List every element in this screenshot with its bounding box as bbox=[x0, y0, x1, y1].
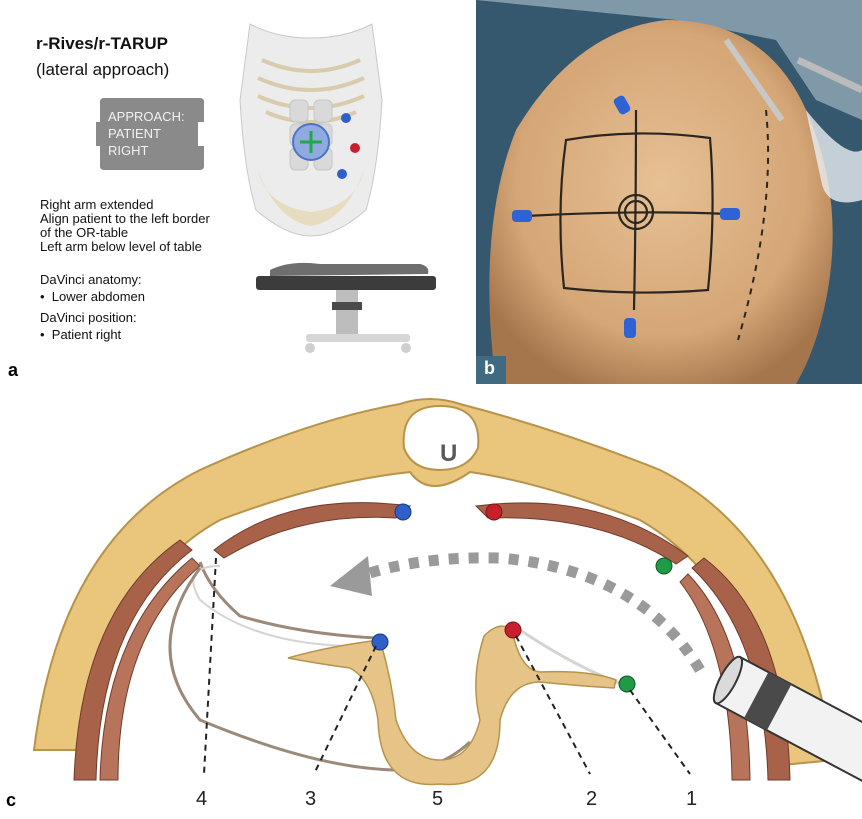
or-table-illustration bbox=[250, 256, 440, 356]
label-4: 4 bbox=[196, 788, 207, 811]
panel-a: r-Rives/r-TARUP (lateral approach) APPRO… bbox=[0, 0, 474, 384]
panel-a-title: r-Rives/r-TARUP bbox=[36, 34, 168, 54]
approach-arrow-head bbox=[330, 556, 372, 596]
port-red-1 bbox=[486, 504, 502, 520]
panel-letter-a: a bbox=[8, 360, 18, 381]
instruction-3: of the OR-table bbox=[40, 226, 210, 240]
port-green-2 bbox=[619, 676, 635, 692]
abdominal-cross-section-diagram bbox=[0, 390, 862, 814]
port-green-1 bbox=[656, 558, 672, 574]
label-3: 3 bbox=[305, 788, 316, 811]
approach-line-1: APPROACH: bbox=[108, 108, 185, 125]
anatomy-item-text: Lower abdomen bbox=[52, 289, 145, 304]
left-peritoneal-sac bbox=[170, 568, 470, 770]
label-2: 2 bbox=[586, 788, 597, 811]
position-heading: DaVinci position: bbox=[40, 311, 137, 325]
approach-line-3: RIGHT bbox=[108, 142, 185, 159]
instruction-1: Right arm extended bbox=[40, 198, 210, 212]
position-item-text: Patient right bbox=[52, 327, 121, 342]
mesentery-bowel bbox=[288, 626, 616, 784]
approach-arrow bbox=[360, 558, 700, 670]
label-1: 1 bbox=[686, 788, 697, 811]
anatomy-item: • Lower abdomen bbox=[40, 289, 145, 304]
instruction-2: Align patient to the left border bbox=[40, 212, 210, 226]
umbilicus-label: U bbox=[440, 440, 457, 468]
abdomen-photo bbox=[476, 0, 862, 384]
approach-line-2: PATIENT bbox=[108, 125, 185, 142]
panel-letter-c: c bbox=[6, 790, 16, 811]
panel-letter-b: b bbox=[484, 358, 495, 379]
anatomy-heading: DaVinci anatomy: bbox=[40, 273, 142, 287]
port-blue-1 bbox=[395, 504, 411, 520]
leader-lines bbox=[204, 558, 690, 774]
panel-c-cross-section: U 4 3 5 2 1 c bbox=[0, 390, 862, 814]
label-5: 5 bbox=[432, 788, 443, 811]
instructions: Right arm extended Align patient to the … bbox=[40, 198, 210, 254]
panel-b-photo: b bbox=[476, 0, 862, 384]
instruction-4: Left arm below level of table bbox=[40, 240, 210, 254]
port-red-2 bbox=[505, 622, 521, 638]
torso-illustration bbox=[236, 20, 386, 240]
panel-a-subtitle: (lateral approach) bbox=[36, 60, 169, 80]
approach-label: APPROACH: PATIENT RIGHT bbox=[108, 108, 185, 159]
position-item: • Patient right bbox=[40, 327, 121, 342]
